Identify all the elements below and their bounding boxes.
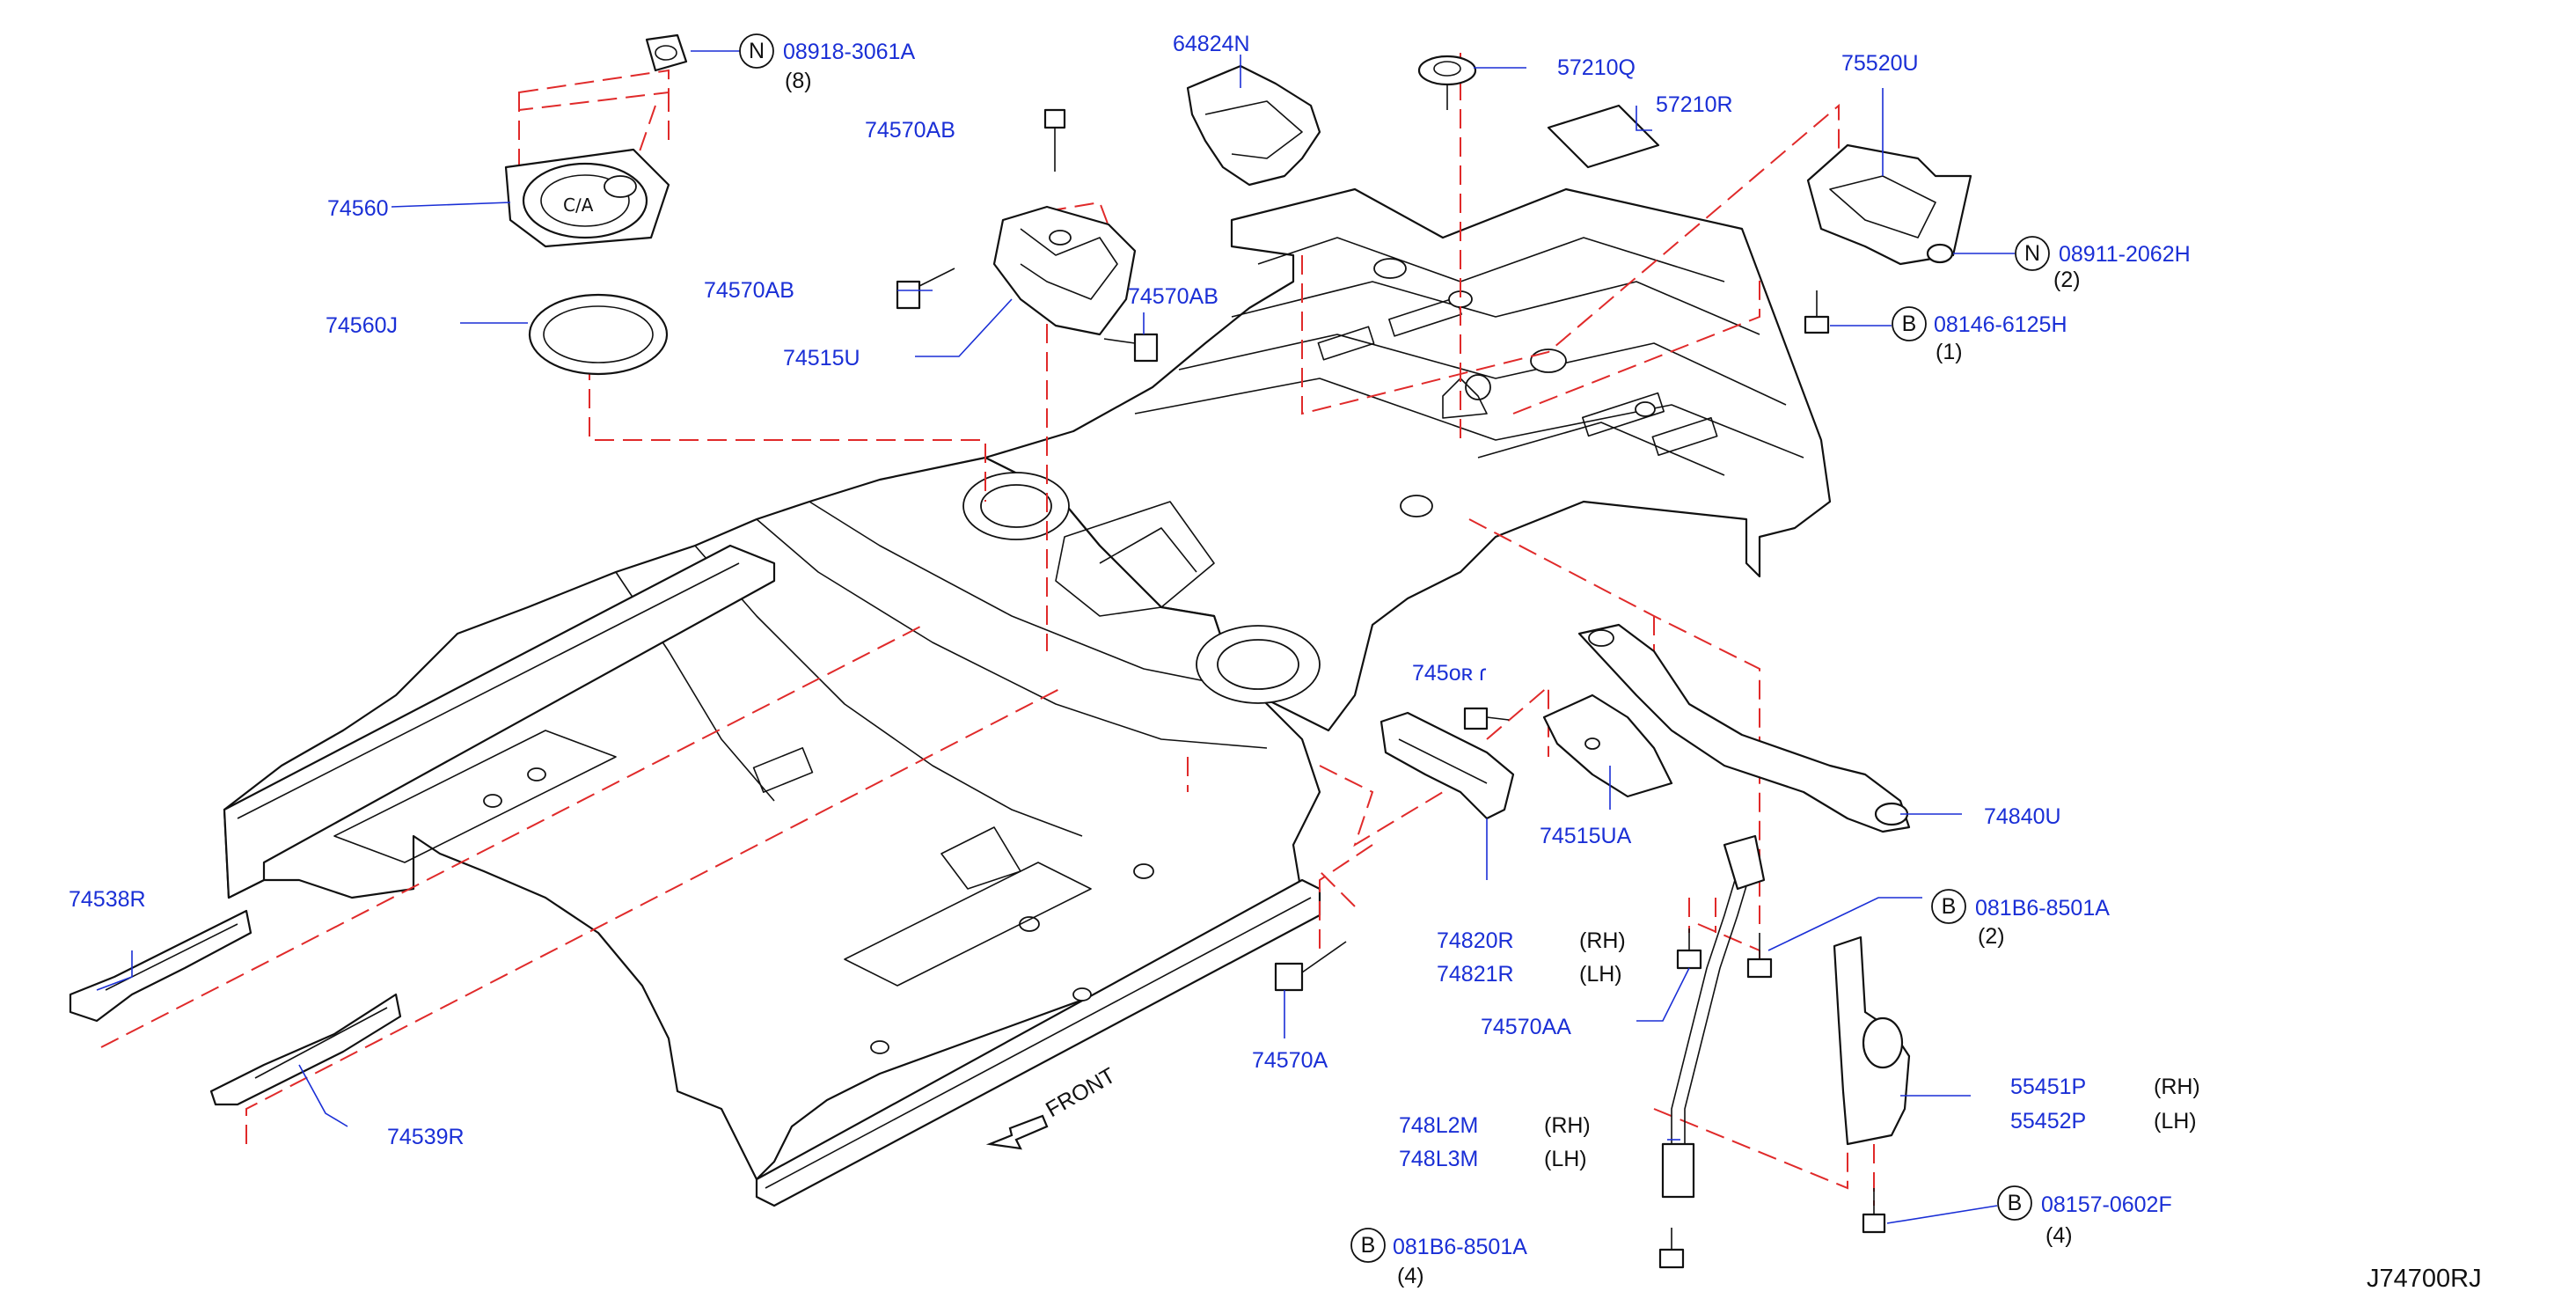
callout-side: (LH) (1579, 962, 1622, 987)
nut-symbol-icon (739, 33, 774, 69)
part-748L2M-rod (1661, 834, 1766, 1199)
floor-pan-assembly (223, 187, 1832, 1207)
callout-part-number: 081B6-8501A (1393, 1235, 1527, 1259)
assembly-guide-lines (100, 53, 1875, 1206)
part-74820R-member (1379, 711, 1515, 820)
callout-part-number: 08157-0602F (2041, 1192, 2172, 1217)
callout-prefix: B (1942, 894, 1957, 919)
callout-part-number: 64824N (1173, 32, 1250, 56)
callout-prefix: N (749, 39, 765, 63)
part-57210R-pad (1547, 104, 1660, 169)
part-74515U-mount (992, 205, 1137, 336)
bolt-74570AB-b (896, 268, 955, 310)
callout-part-number: 55451P (2010, 1075, 2086, 1099)
callout-part-number: 74570AA (1481, 1015, 1571, 1039)
callout-part-number: 74570A (1252, 1048, 1328, 1073)
leader-lines (96, 50, 2015, 1224)
callout-part-number: 08911-2062H (2059, 242, 2191, 267)
callout-quantity: (8) (785, 69, 812, 93)
callout-part-number: 74560J (326, 313, 398, 338)
callout-side: (RH) (2154, 1075, 2200, 1099)
part-74539R-bracket (209, 993, 402, 1106)
front-label: FRONT (1042, 1063, 1120, 1122)
bolt-08146 (1804, 290, 1830, 334)
part-74560J-seal-ring (528, 293, 669, 376)
part-74560-cover: C∕A (504, 148, 670, 248)
callout-part-number: 748L3M (1399, 1147, 1478, 1171)
callout-part-number: 08146-6125H (1934, 312, 2067, 337)
callout-part-number: 74570AB (1128, 284, 1218, 309)
callout-part-number: 74821R (1437, 962, 1514, 987)
part-74515UA-bracket (1542, 693, 1673, 798)
nut-08911 (1926, 243, 1954, 264)
callout-part-number: 75520U (1841, 51, 1919, 76)
bolt-08157 (1862, 1188, 1886, 1234)
bolt-74570AB-d (1463, 707, 1510, 730)
callout-quantity: (1) (1936, 340, 1963, 364)
part-74538R-bracket (69, 909, 252, 1023)
bolt-081B6-b (1658, 1228, 1685, 1269)
bolt-74570AB-a (1043, 108, 1066, 172)
callout-part-number: 74840U (1984, 804, 2061, 829)
callout-part-number: 748L2M (1399, 1113, 1478, 1138)
callout-prefix: B (2008, 1191, 2023, 1215)
bolt-symbol-icon (1931, 889, 1966, 924)
front-arrow-icon (985, 1114, 1049, 1150)
callout-side: (RH) (1579, 928, 1626, 953)
callout-part-number: 74570AB (865, 118, 955, 143)
callout-part-number: 55452P (2010, 1109, 2086, 1134)
callout-part-number: 74539R (387, 1125, 465, 1149)
part-57210Q-plug (1417, 55, 1477, 110)
bolt-74570AA (1676, 928, 1702, 970)
svg-text:C∕A: C∕A (563, 194, 594, 216)
callout-quantity: (2) (2053, 268, 2081, 292)
callout-part-number: 081B6-8501A (1975, 896, 2110, 921)
bolt-symbol-icon (1350, 1228, 1386, 1263)
callout-quantity: (4) (1397, 1264, 1424, 1288)
callout-prefix: B (1361, 1233, 1376, 1258)
diagram-code: J74700RJ (2367, 1265, 2482, 1293)
callout-part-number: 74515U (783, 346, 860, 371)
callout-prefix: N (2024, 241, 2040, 266)
callout-side: (LH) (2154, 1109, 2197, 1134)
bolt-74570AB-c (1103, 333, 1159, 363)
callout-side: (RH) (1544, 1113, 1591, 1138)
part-55451P-knuckle (1833, 935, 1911, 1146)
callout-prefix: B (1902, 312, 1917, 336)
callout-quantity: (2) (1978, 924, 2005, 949)
part-nut-08918 (645, 33, 688, 72)
callout-part-number: 74515UA (1540, 824, 1632, 848)
callout-part-number: 57210Q (1557, 55, 1636, 80)
callout-part-number: 74560 (327, 196, 389, 221)
callout-part-number: 74570AB (704, 278, 794, 303)
callout-quantity: (4) (2045, 1223, 2073, 1248)
part-75520U-bracket (1806, 143, 1972, 266)
callout-part-number: 745oʀ ɾ (1412, 661, 1486, 686)
bolt-081B6-a (1746, 933, 1773, 979)
bolt-74570A (1274, 941, 1347, 992)
callout-part-number: 74820R (1437, 928, 1514, 953)
callout-part-number: 74538R (69, 887, 146, 912)
nut-symbol-icon (2015, 236, 2050, 271)
callout-side: (LH) (1544, 1147, 1587, 1171)
bolt-symbol-icon (1892, 306, 1927, 341)
callout-part-number: 08918-3061A (783, 40, 915, 64)
callout-part-number: 57210R (1656, 92, 1733, 117)
bolt-symbol-icon (1997, 1185, 2032, 1221)
part-64824N-bracket (1186, 64, 1321, 187)
callout-labels: N 08918-3061A (8) 74560 74560J 64824N 74… (69, 32, 2200, 1288)
